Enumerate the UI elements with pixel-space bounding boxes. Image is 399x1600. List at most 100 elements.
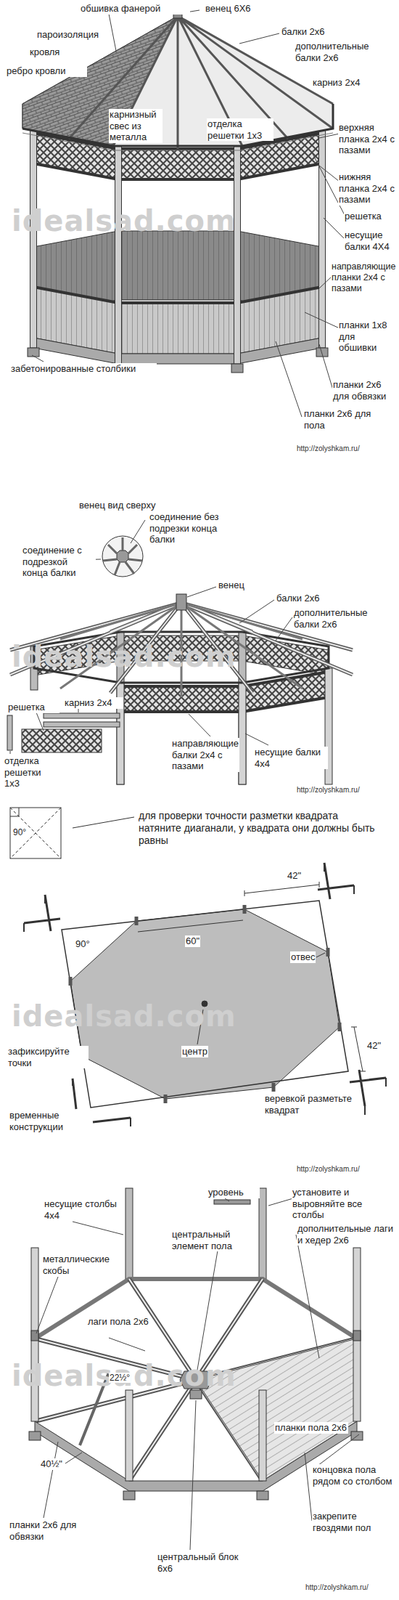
frame-front	[238, 681, 246, 784]
frame-back	[238, 631, 246, 784]
gazebo-front	[234, 142, 241, 364]
part-label: нижняя планка 2x4 с пазами	[338, 171, 397, 206]
floor-frame-back	[34, 1277, 357, 1338]
leader-line	[275, 616, 293, 640]
square-check	[10, 806, 19, 816]
leader-line	[72, 1220, 124, 1234]
part-label: венец 6X6	[204, 2, 272, 15]
part-label: кровля	[29, 46, 82, 59]
leader-line	[10, 586, 293, 754]
part-label: металлические скобы	[42, 1252, 124, 1275]
floor-frame-front	[31, 1329, 39, 1340]
part-label: соединение с подрезкой конца балки	[21, 544, 96, 579]
floor-frame-front	[256, 1489, 269, 1499]
floor-frame-back	[214, 1198, 251, 1203]
part-label: 90°	[74, 937, 91, 949]
part-label: центральный элемент пола	[171, 1227, 259, 1250]
part-label: несущие балки 4x4	[253, 745, 328, 769]
floor-frame-front	[29, 1429, 41, 1439]
dimension-line	[137, 919, 244, 931]
floor-frame-front	[123, 1489, 135, 1499]
part-label: ребро кровли	[5, 65, 88, 77]
part-label: уровень	[207, 1185, 260, 1197]
leader-line	[319, 343, 334, 392]
leader-line	[36, 1275, 59, 1332]
part-label: несущие балки 4X4	[343, 229, 397, 252]
part-label: закрепите гвоздями пол	[311, 1508, 397, 1532]
batter-board	[317, 861, 355, 899]
part-label: центр	[181, 1044, 209, 1057]
gazebo-roof	[22, 103, 333, 146]
gazebo-front	[231, 363, 244, 373]
part-label: 42"	[366, 1038, 382, 1051]
exploded-parts	[7, 714, 13, 750]
square-check	[10, 806, 61, 858]
dimension-line	[50, 880, 366, 1071]
part-label: несущие столбы 4x4	[43, 1197, 122, 1220]
part-label: 90°	[12, 826, 27, 837]
gazebo-roof	[22, 15, 178, 146]
watermark: idealsad.com	[10, 203, 238, 238]
part-label: планки 2x6 для пола	[303, 407, 378, 431]
leader-line	[187, 586, 217, 597]
dimension-line	[316, 951, 326, 957]
part-label: дополнительные балки 2x6	[293, 606, 397, 629]
part-label: отвес	[290, 950, 316, 962]
gazebo-roof	[22, 132, 333, 151]
dimension-line	[351, 1025, 366, 1071]
square-check	[10, 806, 61, 858]
frame-front	[120, 671, 329, 711]
gazebo-front	[316, 347, 328, 357]
frame-front	[120, 696, 329, 711]
part-label: решетка	[343, 210, 397, 222]
part-label: планки 1x8 для обшивки	[338, 319, 397, 354]
part-label: карниз 2x4	[311, 76, 394, 89]
gazebo-front	[33, 163, 323, 180]
exploded-parts	[43, 712, 120, 718]
source-url: http://zolyshkam.ru/	[295, 784, 361, 794]
gazebo-front	[27, 126, 328, 373]
part-label: концовка пола рядом со столбом	[311, 1462, 397, 1486]
leader-line	[78, 708, 80, 712]
batter-board	[23, 861, 386, 1126]
leader-line	[275, 340, 302, 417]
part-label: планки 2x6 для обвязки	[8, 1517, 83, 1541]
leader-line	[224, 1197, 230, 1200]
leader-line	[319, 133, 340, 138]
part-label: направляющие планки 2x4 с пазами	[330, 261, 397, 294]
part-label: карнизный свес из металла	[108, 108, 163, 143]
leader-line	[43, 1440, 59, 1517]
floor-frame-front	[31, 1246, 39, 1420]
floor-frame-front	[258, 1388, 267, 1480]
part-label: верхняя планка 2x4 с пазами	[338, 121, 397, 156]
leader-line	[295, 1233, 320, 1357]
floor-frame-front	[353, 1246, 361, 1420]
part-label: соединение без подрезки конца балки	[148, 510, 230, 545]
watermark: idealsad.com	[10, 997, 238, 1033]
part-label: веревкой разметьте квадрат	[264, 1091, 360, 1115]
exploded-parts	[7, 712, 120, 752]
gazebo-front	[27, 347, 40, 357]
leader-line	[197, 1249, 218, 1369]
leader-line	[319, 165, 340, 182]
exploded-parts	[21, 728, 102, 752]
rafters	[176, 593, 187, 610]
leader-line	[245, 732, 269, 745]
floor-frame-back	[258, 1186, 267, 1278]
part-label: направляющие балки 2x4 с пазами	[171, 737, 240, 772]
part-label: балки 2x6	[275, 591, 350, 604]
batter-board	[23, 893, 61, 931]
leader-line	[31, 354, 44, 362]
part-label: венец	[217, 578, 263, 591]
top-view	[102, 535, 143, 577]
leader-line	[10, 750, 11, 754]
source-url: http://zolyshkam.ru/	[295, 443, 361, 453]
part-label: для проверки точности разметки квадрата …	[137, 808, 379, 846]
leader-line	[323, 217, 346, 240]
part-label: лаги пола 2x6	[87, 1314, 151, 1327]
square-check	[72, 816, 135, 828]
leader-line	[239, 599, 275, 623]
top-view	[116, 549, 129, 562]
part-label: 22½°	[108, 1371, 131, 1382]
